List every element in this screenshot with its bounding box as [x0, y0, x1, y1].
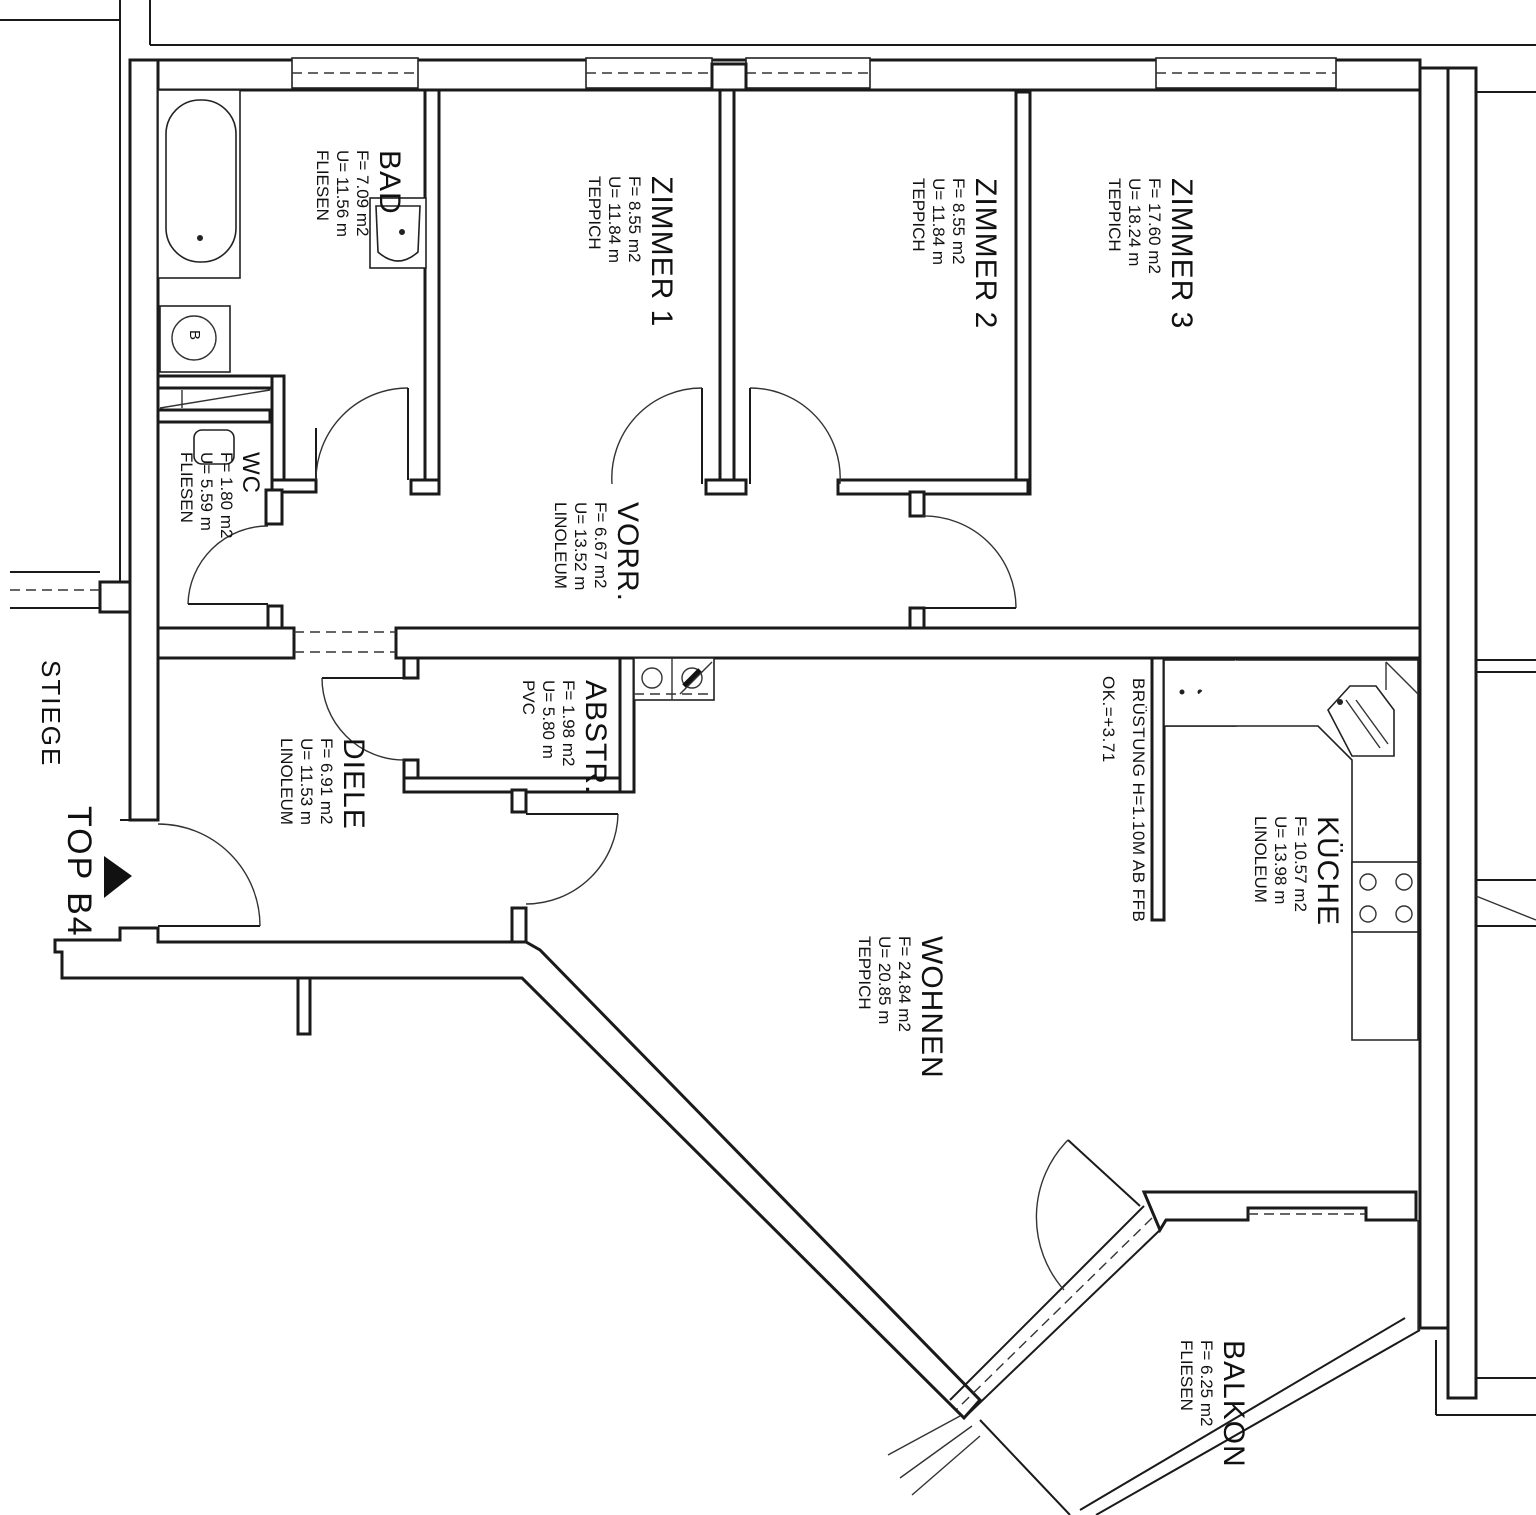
room-floor: LINOLEUM: [551, 502, 570, 589]
room-area: F= 8.55 m2: [949, 178, 968, 265]
room-area: F= 10.57 m2: [1291, 816, 1310, 912]
room-area: F= 7.09 m2: [353, 150, 372, 237]
room-perimeter: U= 13.52 m: [571, 502, 590, 591]
balcony-walls: [887, 1190, 1421, 1515]
room-perimeter: U= 5.59 m: [197, 452, 216, 531]
room-floor: TEPPICH: [909, 178, 928, 252]
stiege-label: STIEGE: [36, 660, 66, 768]
room-area: F= 6.67 m2: [591, 502, 610, 589]
room-label-bad: BAD F= 7.09 m2 U= 11.56 m FLIESEN: [313, 150, 406, 238]
room-floor: FLIESEN: [313, 150, 332, 221]
right-wall: [1418, 66, 1536, 1416]
room-name: BALKON: [1217, 1340, 1250, 1468]
room-label-kueche: KÜCHE F= 10.57 m2 U= 13.98 m LINOLEUM: [1251, 816, 1344, 927]
room-label-wc: WC F= 1.80 m2 U= 5.59 m FLIESEN: [177, 452, 264, 539]
partitions: [156, 88, 1422, 950]
room-floor: PVC: [519, 680, 538, 715]
room-name: VORR.: [611, 502, 644, 603]
room-name: ZIMMER 3: [1165, 178, 1198, 330]
room-perimeter: U= 13.98 m: [1271, 816, 1290, 905]
room-area: F= 1.80 m2: [217, 452, 236, 539]
room-name: WOHNEN: [915, 936, 948, 1079]
level-note: OK.=+3.71: [1099, 676, 1118, 763]
room-floor: FLIESEN: [177, 452, 196, 523]
boiler-label: B: [186, 330, 203, 343]
room-perimeter: U= 11.53 m: [297, 738, 316, 826]
room-area: F= 24.84 m2: [895, 936, 914, 1032]
room-label-diele: DIELE F= 6.91 m2 U= 11.53 m LINOLEUM: [277, 738, 370, 830]
room-label-vorraum: VORR. F= 6.67 m2 U= 13.52 m LINOLEUM: [551, 502, 644, 603]
room-label-wohnen: WOHNEN F= 24.84 m2 U= 20.85 m TEPPICH: [855, 936, 948, 1079]
diagonal-wall: [53, 819, 983, 1421]
room-floor: TEPPICH: [585, 176, 604, 250]
room-perimeter: U= 20.85 m: [875, 936, 894, 1025]
room-area: F= 6.25 m2: [1197, 1340, 1216, 1427]
room-name: KÜCHE: [1311, 816, 1344, 927]
parapet-note: BRÜSTUNG H=1.10M AB FFB: [1129, 678, 1148, 923]
room-perimeter: U= 5.80 m: [539, 680, 558, 759]
room-label-zimmer-2: ZIMMER 2 F= 8.55 m2 U= 11.84 m TEPPICH: [909, 178, 1002, 330]
room-name: ABSTR.: [579, 680, 612, 795]
kitchen-fixtures: [1163, 659, 1419, 1041]
room-name: ZIMMER 1: [645, 176, 678, 328]
room-perimeter: U= 11.56 m: [333, 150, 352, 238]
room-label-zimmer-3: ZIMMER 3 F= 17.60 m2 U= 18.24 m TEPPICH: [1105, 178, 1198, 330]
top-wall: [128, 0, 1536, 92]
unit-label: TOP B4: [60, 806, 98, 938]
room-area: F= 8.55 m2: [625, 176, 644, 263]
room-floor: TEPPICH: [1105, 178, 1124, 252]
room-floor: LINOLEUM: [1251, 816, 1270, 903]
entrance-arrow-icon: [104, 856, 132, 898]
room-name: WC: [237, 452, 264, 494]
left-wall: [0, 0, 160, 822]
bathroom-fixtures: [157, 89, 427, 465]
doors: [157, 387, 1141, 1291]
room-label-balkon: BALKON F= 6.25 m2 FLIESEN: [1177, 1340, 1250, 1468]
shaft: [633, 657, 715, 701]
room-name: BAD: [373, 150, 406, 215]
room-name: DIELE: [337, 738, 370, 830]
room-label-zimmer-1: ZIMMER 1 F= 8.55 m2 U= 11.84 m TEPPICH: [585, 176, 678, 328]
room-perimeter: U= 18.24 m: [1125, 178, 1144, 267]
room-perimeter: U= 11.84 m: [929, 178, 948, 266]
room-floor: FLIESEN: [1177, 1340, 1196, 1411]
room-area: F= 17.60 m2: [1145, 178, 1164, 274]
room-area: F= 6.91 m2: [317, 738, 336, 825]
room-area: F= 1.98 m2: [559, 680, 578, 767]
room-name: ZIMMER 2: [969, 178, 1002, 330]
room-floor: TEPPICH: [855, 936, 874, 1010]
room-perimeter: U= 11.84 m: [605, 176, 624, 264]
room-floor: LINOLEUM: [277, 738, 296, 825]
room-label-abstellraum: ABSTR. F= 1.98 m2 U= 5.80 m PVC: [519, 680, 612, 795]
